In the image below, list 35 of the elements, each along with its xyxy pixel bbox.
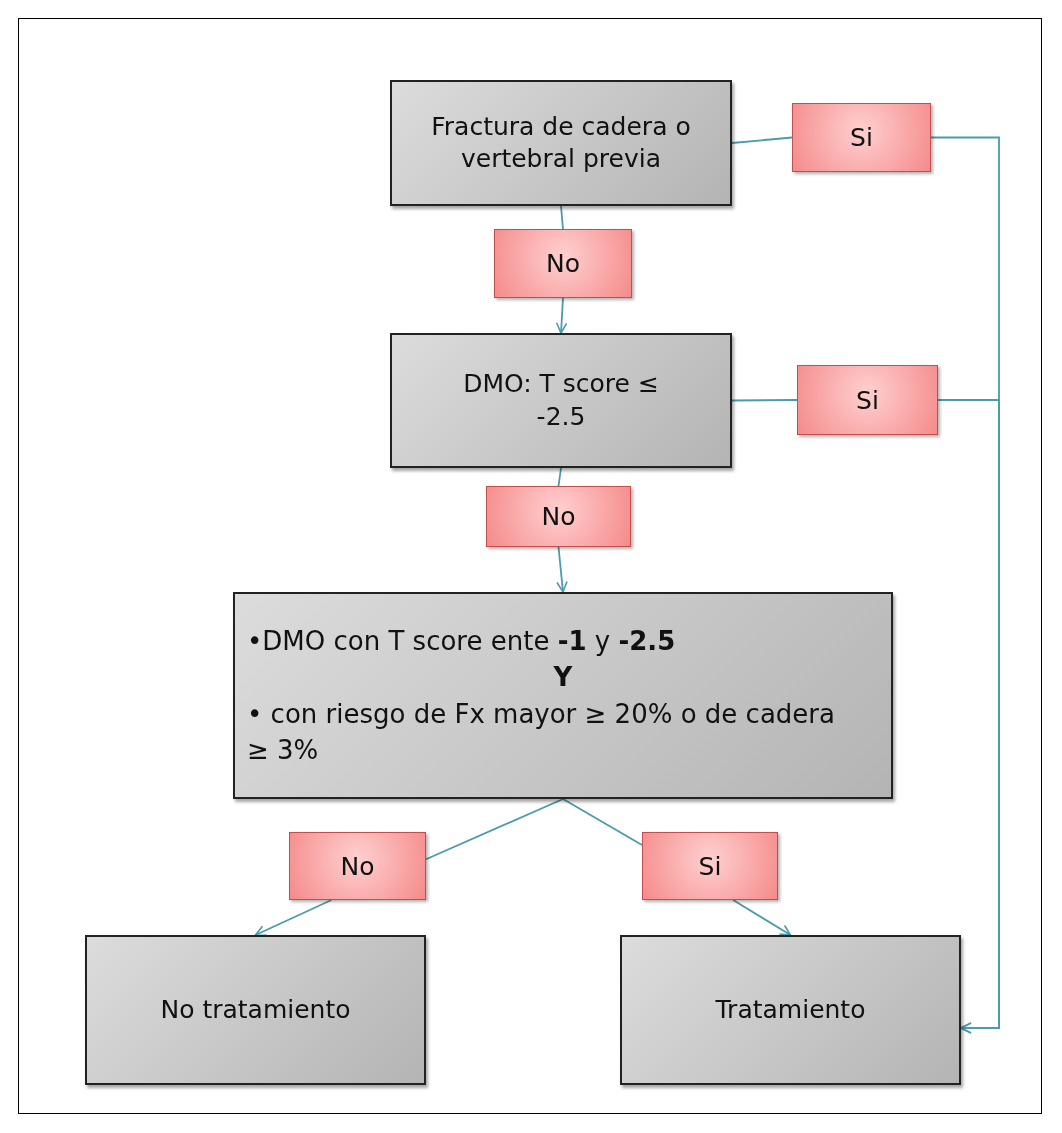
connector-line: [557, 467, 562, 487]
box-text: Y: [552, 661, 574, 695]
answer-label-box: [486, 486, 631, 547]
arrow: [732, 899, 792, 936]
process-box: [233, 592, 893, 799]
connector-line: [731, 136, 793, 144]
box-text: • con riesgo de Fx mayor ≥ 20% o de cadera ≥ 3%: [247, 697, 836, 767]
arrow: [254, 899, 333, 937]
answer-text: Si: [856, 385, 879, 415]
arrow: [556, 546, 568, 593]
box-text: DMO: T score ≤ -2.5: [462, 368, 660, 433]
answer-label-box: [797, 365, 938, 435]
arrow: [937, 399, 1000, 1034]
answer-text: No: [546, 249, 580, 278]
box-text: Fractura de cadera o vertebral previa: [430, 110, 692, 175]
answer-text: Si: [698, 851, 722, 881]
connector-line: [731, 399, 798, 402]
process-box: [85, 935, 426, 1085]
connector-line: [425, 798, 564, 861]
answer-label-box: [494, 229, 632, 298]
box-text: Tratamiento: [715, 993, 866, 1026]
answer-text: No: [541, 502, 576, 531]
answer-label-box: [792, 103, 931, 172]
arrow: [555, 297, 568, 334]
box-text: •DMO con T score ente -1 y -2.5: [247, 624, 677, 658]
connector-line: [560, 205, 564, 230]
box-text: No tratamiento: [160, 993, 351, 1026]
answer-text: No: [340, 851, 375, 881]
answer-label-box: [642, 832, 778, 900]
process-box: [620, 935, 961, 1085]
process-box: [390, 333, 732, 468]
connector-line: [562, 798, 643, 846]
answer-text: Si: [850, 123, 873, 152]
answer-label-box: [289, 832, 426, 900]
process-box: [390, 80, 732, 206]
